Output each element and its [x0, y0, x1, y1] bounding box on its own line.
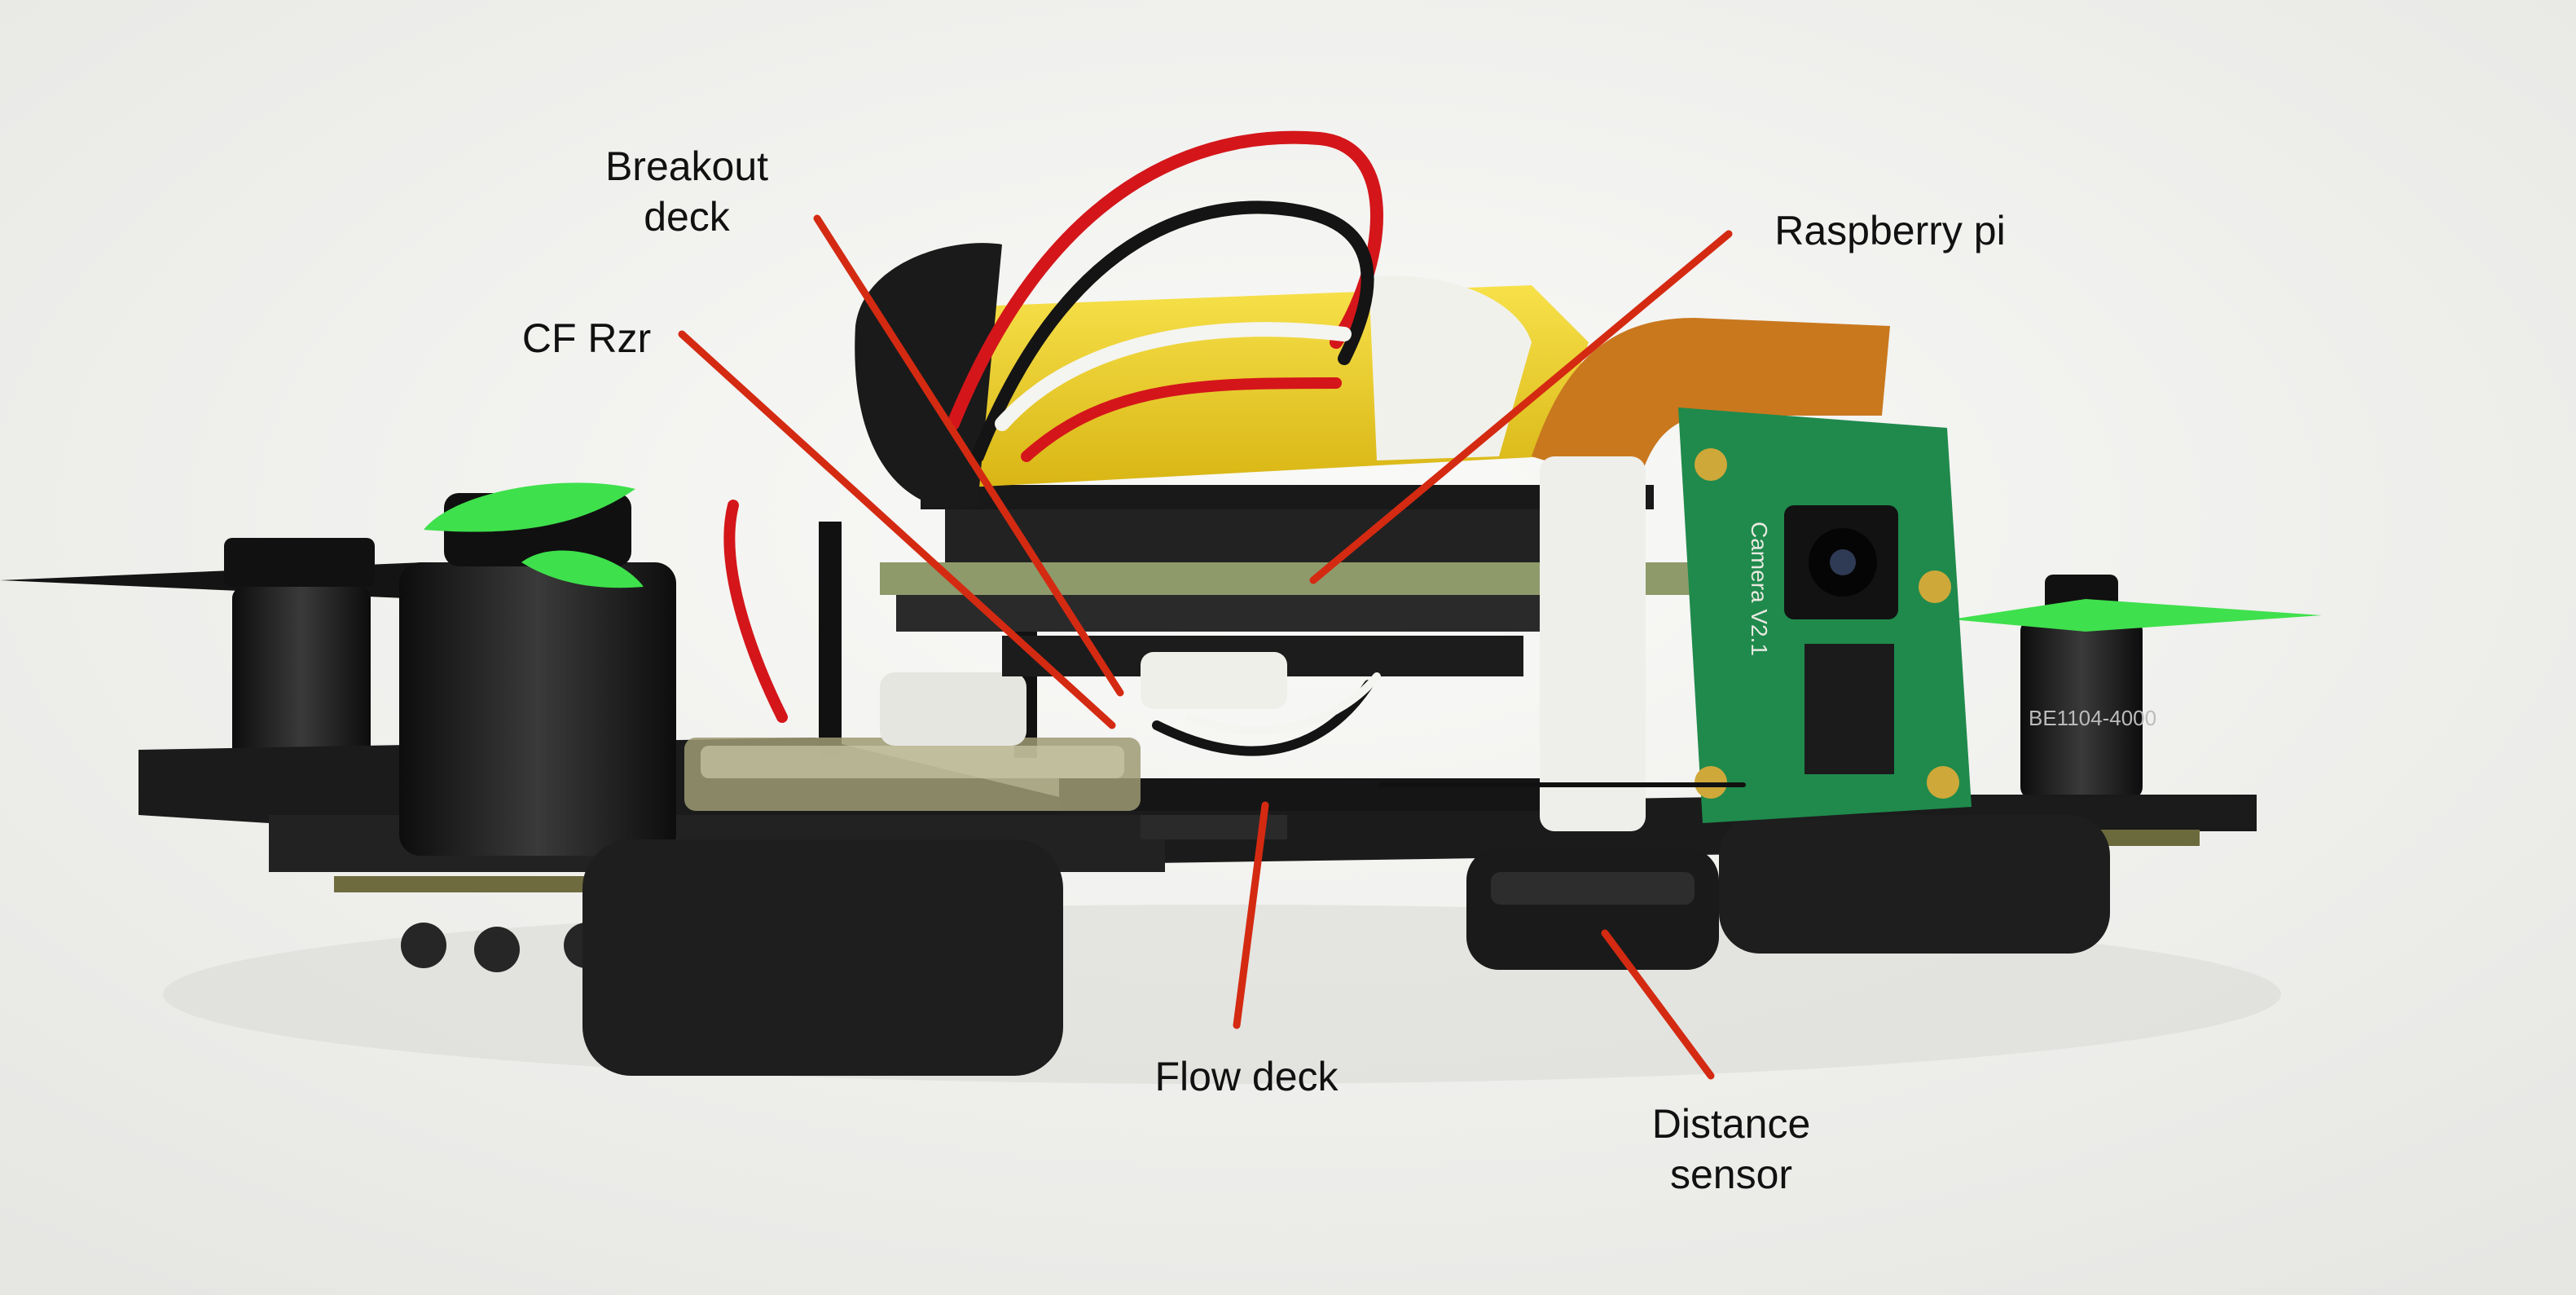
leader-line-flow-deck: [1233, 801, 1269, 1029]
white-standoff: [1540, 456, 1646, 831]
label-breakout-deck-line-1: Breakout: [604, 143, 769, 189]
camera-module: Camera V2.1: [1678, 407, 1972, 823]
crazyflie-board: [684, 672, 1141, 811]
front-left-motor: [399, 482, 676, 856]
label-distance-sensor-line-1: Distance: [1651, 1101, 1811, 1147]
label-distance-sensor-line-2: sensor: [1669, 1152, 1793, 1197]
leader-line-distance-sensor: [1601, 929, 1715, 1080]
label-flow-deck: Flow deck: [1154, 1054, 1339, 1099]
leader-line-cf-rzr: [678, 330, 1116, 729]
foam-bumper-left: [582, 839, 1063, 1076]
label-breakout-deck: Breakout deck: [585, 141, 789, 242]
label-cf-rzr: CF Rzr: [521, 315, 652, 361]
ribbon-cable: [1532, 318, 1890, 489]
leader-lines: [678, 214, 1746, 1080]
camera-board-text: Camera V2.1: [1747, 522, 1772, 656]
wires: [723, 130, 1383, 756]
label-breakout-deck-line-2: deck: [644, 194, 730, 240]
motor-model-text: BE1104-4000: [2029, 706, 2156, 730]
distance-sensor-shape: [1466, 848, 1719, 970]
leader-line-raspberry-pi: [1309, 230, 1733, 584]
standoff-left: [819, 522, 842, 758]
leader-line-breakout-deck: [813, 214, 1124, 697]
label-distance-sensor: Distance sensor: [1621, 1099, 1841, 1200]
foam-bumper-right: [1719, 815, 2110, 954]
label-raspberry-pi: Raspberry pi: [1774, 208, 2006, 253]
